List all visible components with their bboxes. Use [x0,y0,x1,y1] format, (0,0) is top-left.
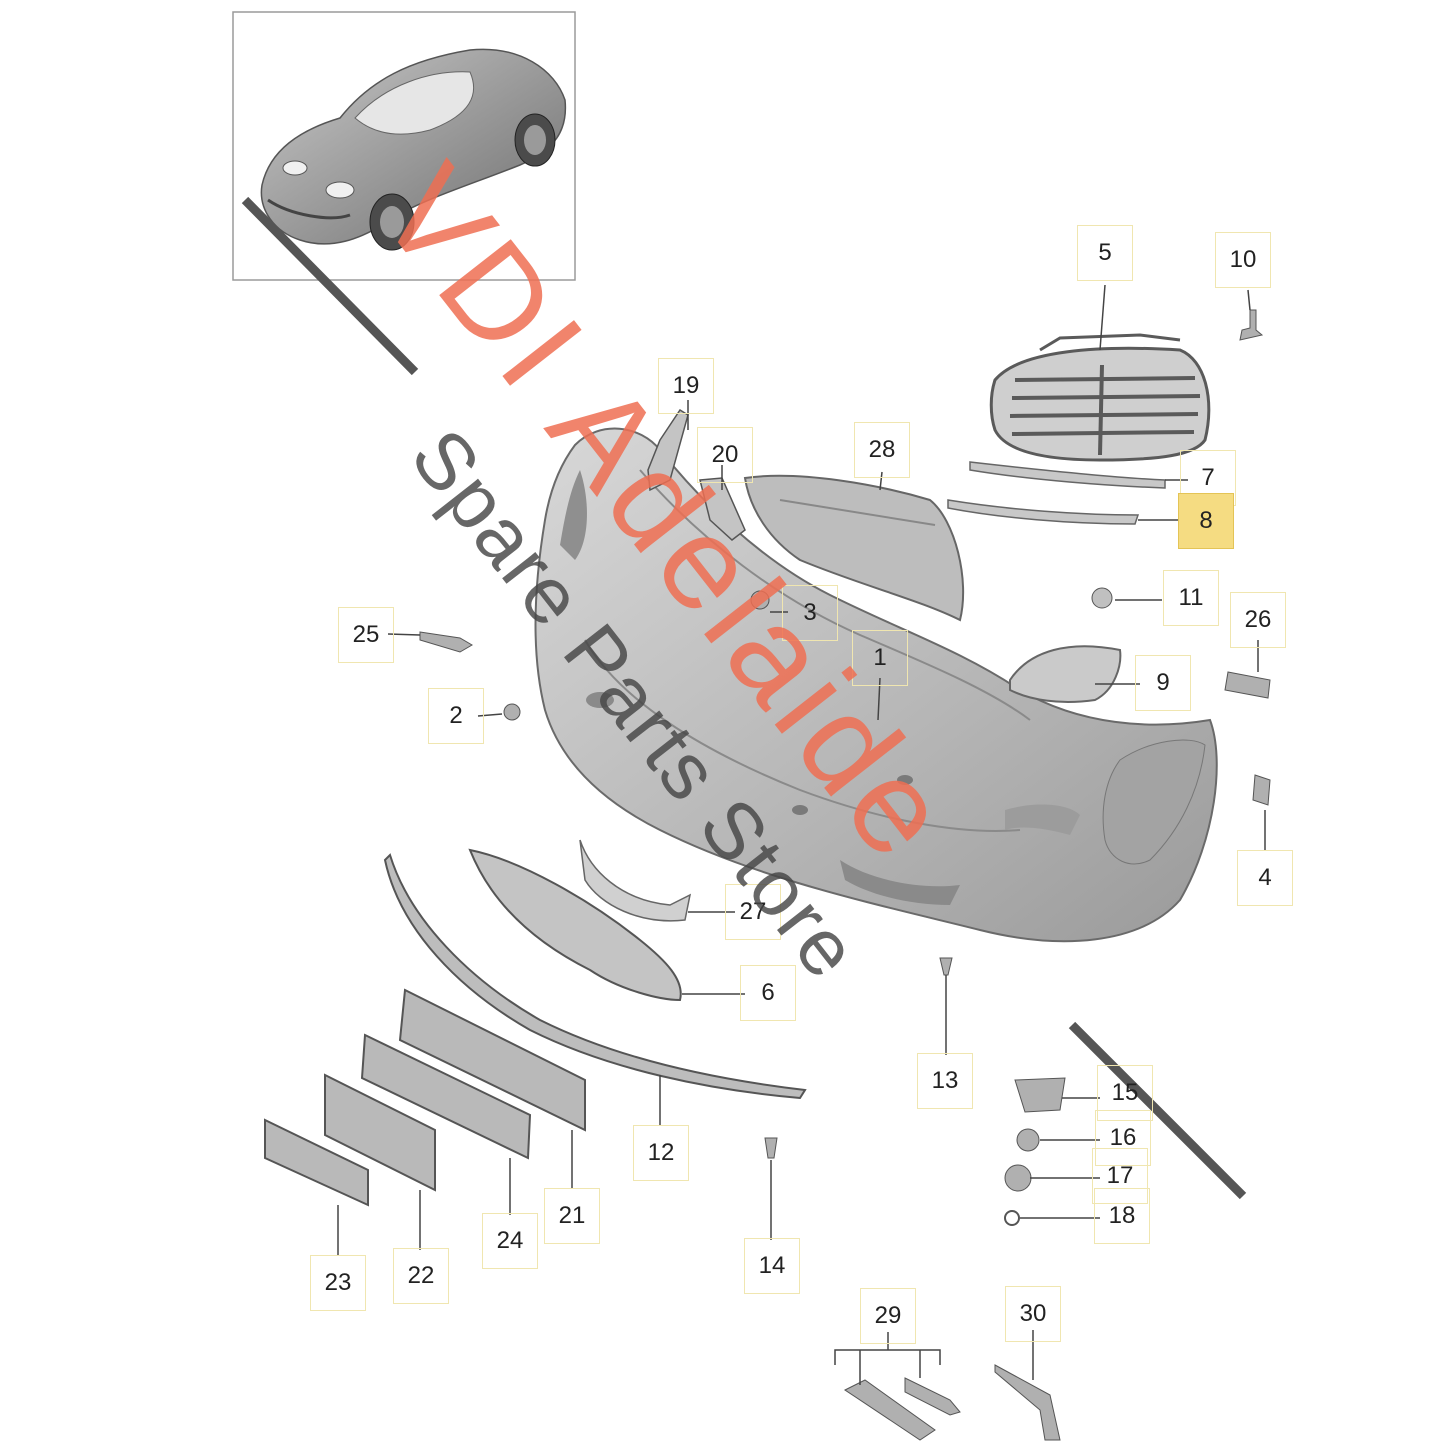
screw-13 [939,957,953,976]
bracket-20 [699,477,746,541]
callout-2[interactable]: 2 [428,688,484,744]
callout-28[interactable]: 28 [854,422,910,478]
applicator-gun-30 [994,1364,1061,1441]
callout-27[interactable]: 27 [725,884,781,940]
callout-23[interactable]: 23 [310,1255,366,1311]
screw-14 [764,1137,778,1159]
air-duct [743,474,965,622]
callout-13[interactable]: 13 [917,1053,973,1109]
nut-11 [1091,587,1113,609]
callout-18[interactable]: 18 [1094,1188,1150,1244]
callout-24[interactable]: 24 [482,1213,538,1269]
callout-10[interactable]: 10 [1215,232,1271,288]
sensor-16 [1016,1128,1040,1152]
callout-8[interactable]: 8 [1178,493,1234,549]
bracket-15 [1014,1077,1066,1113]
cartridge-29 [844,1379,936,1441]
ring-18 [1004,1210,1020,1226]
trim-strip-lower [947,499,1140,525]
callout-26[interactable]: 26 [1230,592,1286,648]
callout-3[interactable]: 3 [782,585,838,641]
clip-26 [1224,671,1271,699]
decor-stroke-top [241,196,419,376]
callout-4[interactable]: 4 [1237,850,1293,906]
callout-16[interactable]: 16 [1095,1110,1151,1166]
plate-22 [324,1073,436,1192]
spoiler-lip [383,853,807,1100]
leader-lines [337,284,1266,1385]
holder-4 [1252,774,1271,806]
plate-21 [398,988,586,1132]
lower-grille [468,848,682,1002]
callout-17[interactable]: 17 [1092,1148,1148,1204]
clip-25 [419,631,473,653]
decor-stroke-bottom [1068,1021,1247,1200]
holder-17 [1004,1164,1032,1192]
callout-20[interactable]: 20 [697,427,753,483]
plate-23 [264,1118,369,1207]
callout-21[interactable]: 21 [544,1188,600,1244]
side-grille [1009,645,1122,703]
clip-2 [503,703,521,721]
screw-3 [750,590,770,610]
callout-22[interactable]: 22 [393,1248,449,1304]
callout-11[interactable]: 11 [1163,570,1219,626]
bracket-27 [579,839,692,922]
callout-29[interactable]: 29 [860,1288,916,1344]
trim-strip-upper [969,461,1166,489]
callout-9[interactable]: 9 [1135,655,1191,711]
callout-12[interactable]: 12 [633,1125,689,1181]
upper-grille [989,333,1211,462]
callout-30[interactable]: 30 [1005,1286,1061,1342]
callout-19[interactable]: 19 [658,358,714,414]
callout-14[interactable]: 14 [744,1238,800,1294]
callout-5[interactable]: 5 [1077,225,1133,281]
vehicle-overview-inset [232,11,576,281]
callout-15[interactable]: 15 [1097,1065,1153,1121]
callout-1[interactable]: 1 [852,630,908,686]
bolt-10 [1239,309,1264,341]
callout-6[interactable]: 6 [740,965,796,1021]
bracket-19 [647,408,689,492]
callout-25[interactable]: 25 [338,607,394,663]
front-bumper-cover [534,427,1218,943]
plate-24 [360,1033,532,1160]
